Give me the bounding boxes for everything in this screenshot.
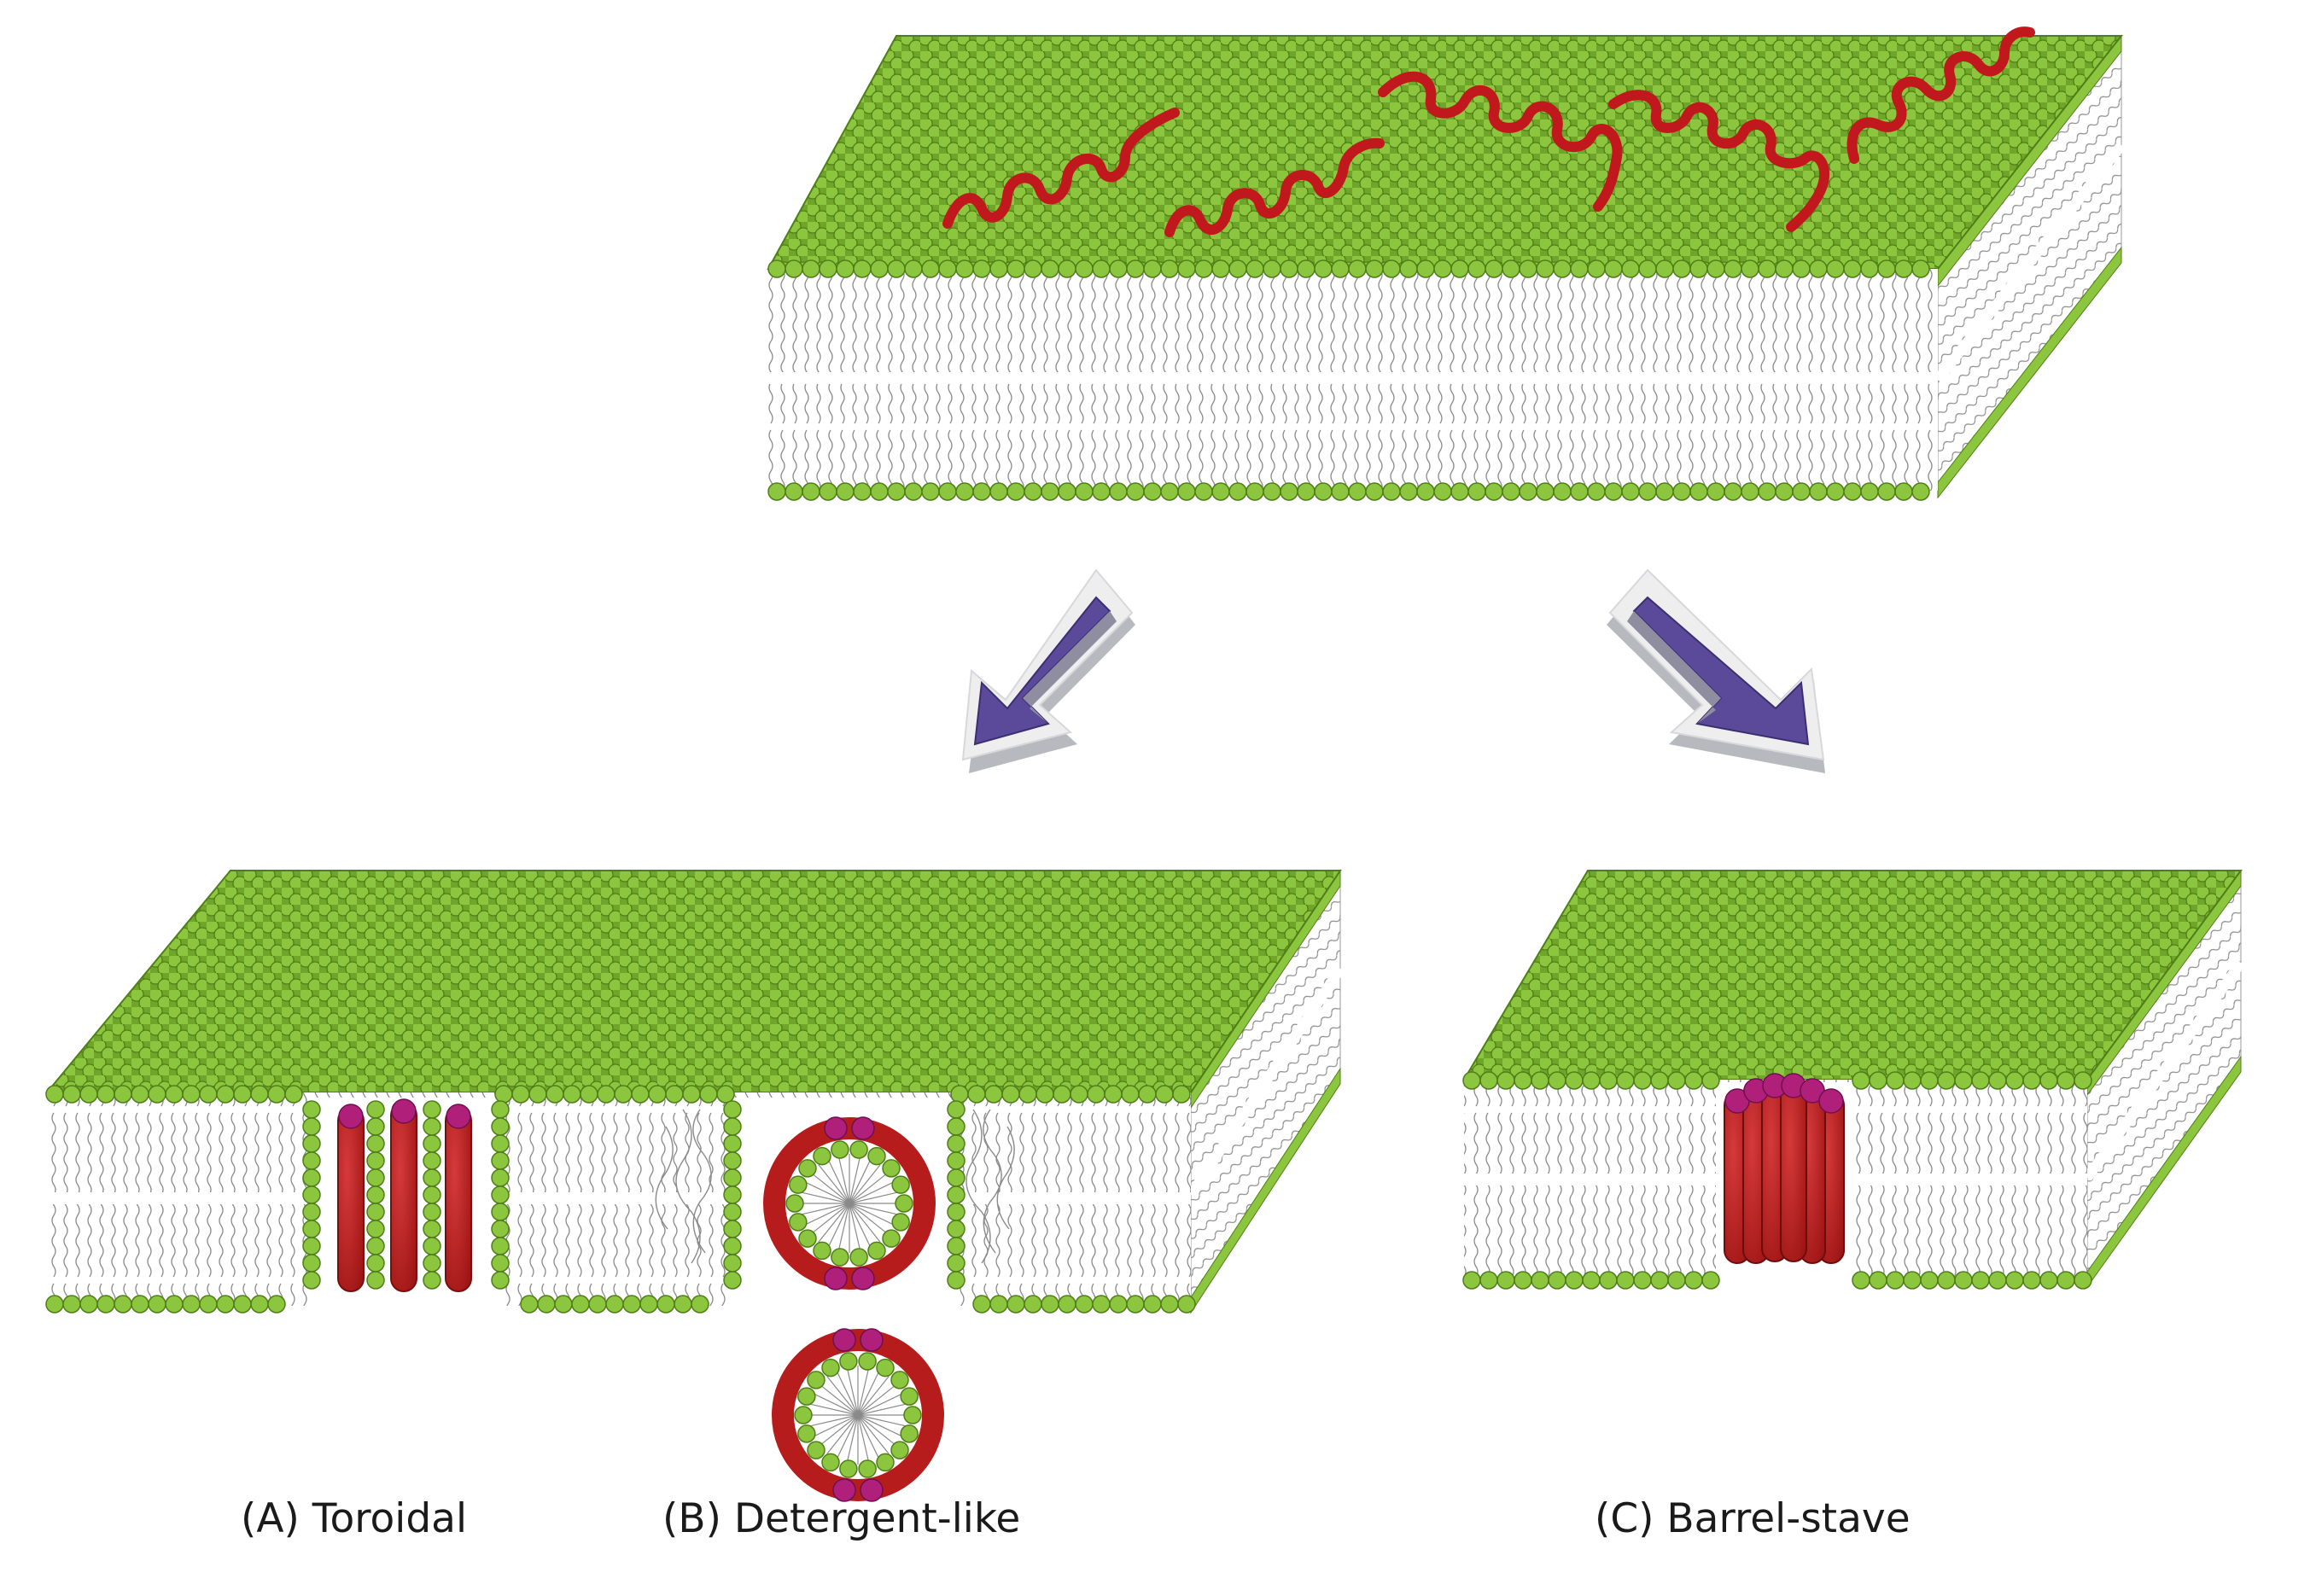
label-barrel-stave: (C) Barrel-stave <box>1595 1495 1911 1542</box>
helical-peptide-icon <box>1164 137 1385 237</box>
helical-peptide-icon <box>1846 26 2035 164</box>
helical-peptide-icon <box>1378 71 1623 212</box>
arrow-left <box>961 568 1135 773</box>
label-detergent-like: (B) Detergent-like <box>662 1495 1021 1542</box>
top-membrane <box>767 34 2126 501</box>
barrel-stave-pore <box>1724 1073 1845 1264</box>
surface-peptides <box>942 26 2035 237</box>
membrane-barrel-stave <box>1462 869 2245 1290</box>
micelle-icon <box>772 1328 944 1502</box>
detergent-micelles <box>763 1116 944 1502</box>
membrane-toroidal-detergent <box>44 869 1345 1319</box>
helical-peptide-icon <box>942 108 1180 229</box>
helical-peptide-icon <box>1608 90 1830 232</box>
micelle-icon <box>763 1116 936 1290</box>
arrow-right <box>1607 568 1825 773</box>
label-toroidal: (A) Toroidal <box>241 1495 468 1542</box>
toroidal-pore <box>337 1098 472 1292</box>
